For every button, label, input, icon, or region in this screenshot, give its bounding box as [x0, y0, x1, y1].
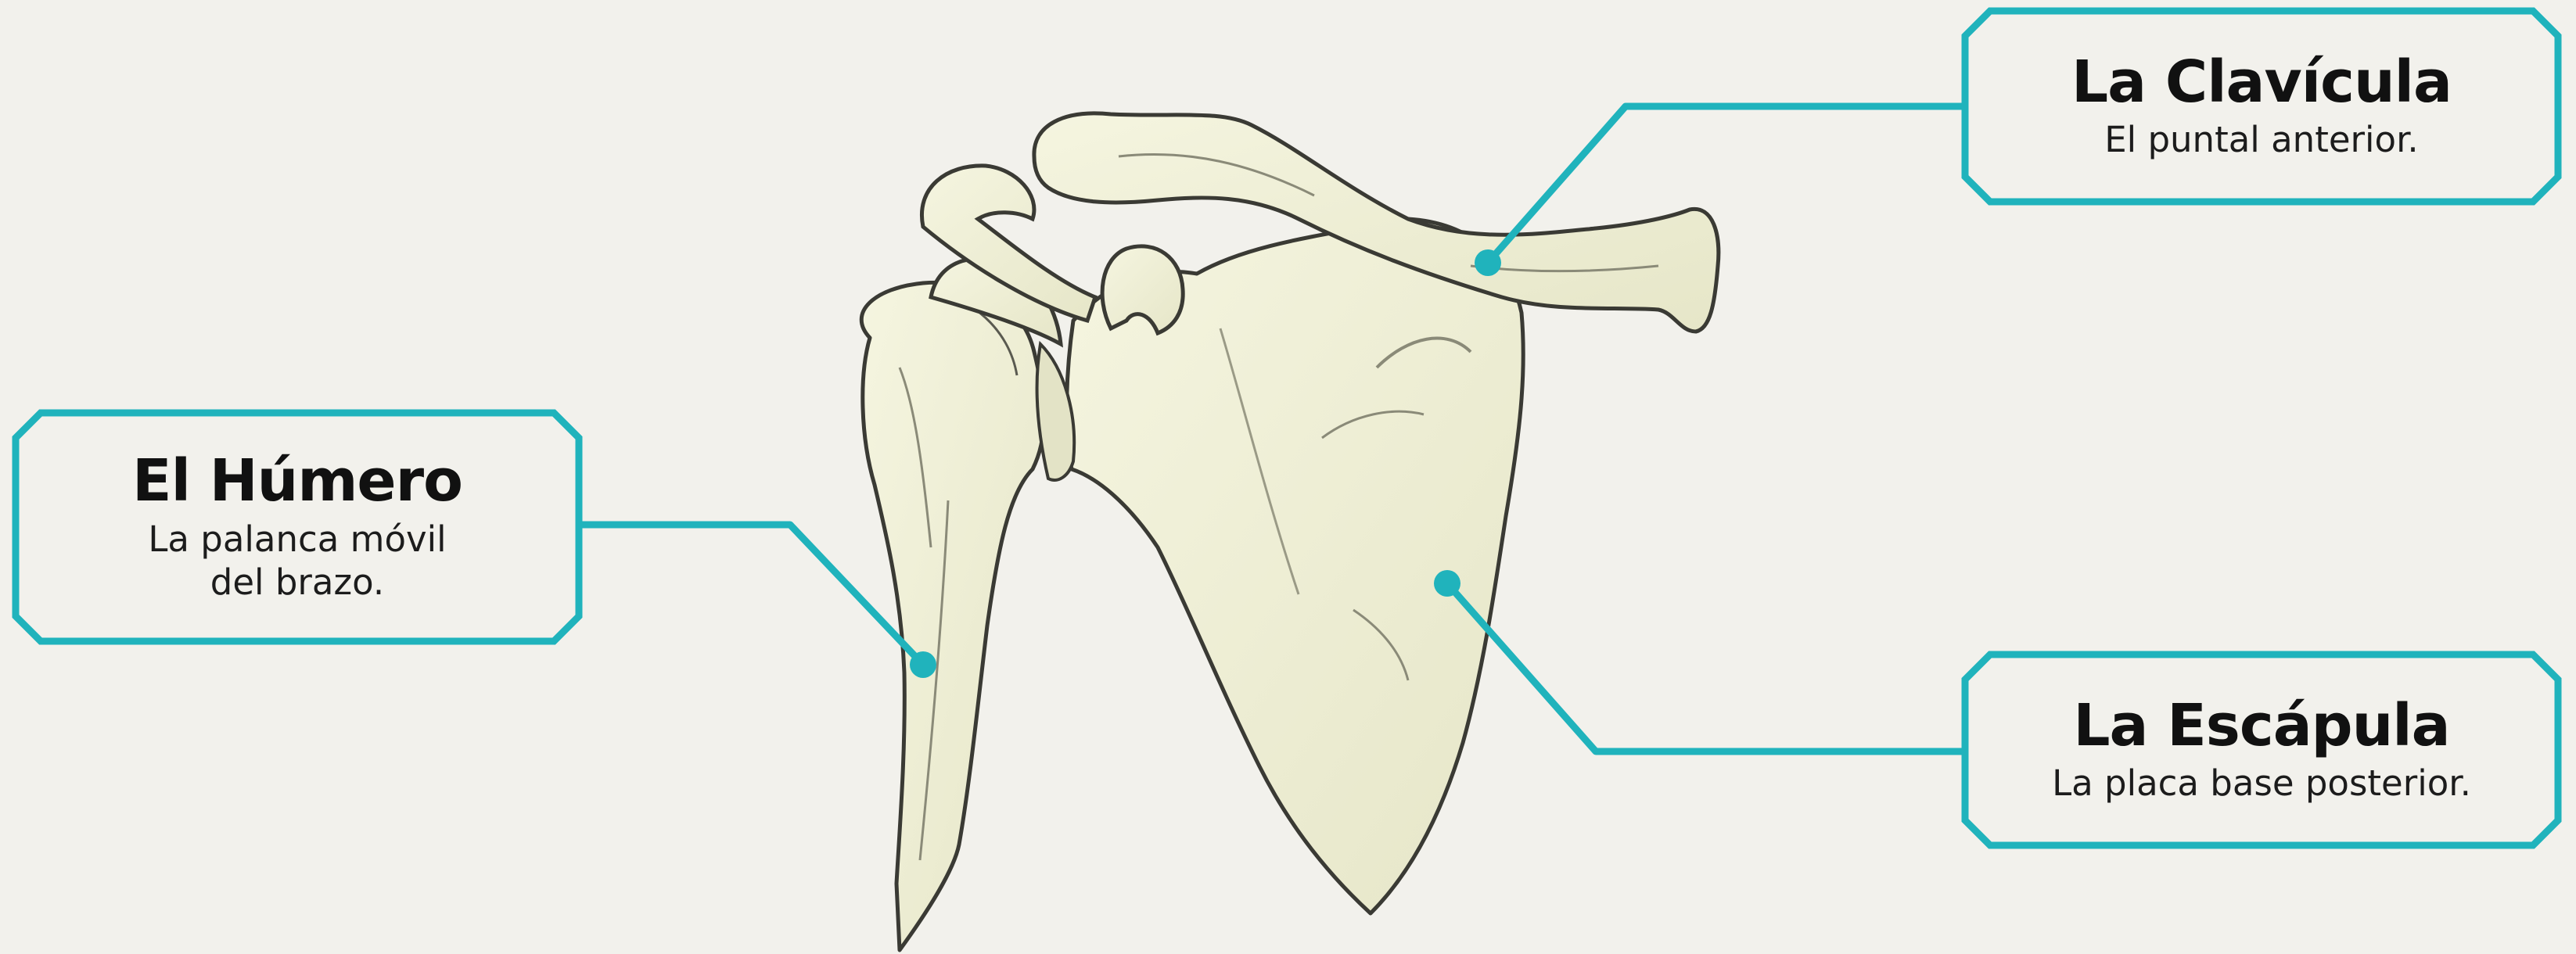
- leader-line-humerus: [579, 525, 936, 678]
- label-clavicle-desc-line: El puntal anterior.: [2104, 119, 2419, 162]
- pointer-dot-clavicle: [1475, 249, 1501, 276]
- pointer-dot-humerus: [910, 651, 936, 678]
- label-clavicle: La Clavícula El puntal anterior.: [1965, 11, 2558, 202]
- pointer-dot-scapula: [1434, 570, 1460, 597]
- label-humerus-desc-line: La palanca móvil: [148, 518, 446, 561]
- label-humerus-description: La palanca móvil del brazo.: [148, 518, 446, 604]
- label-scapula-desc-line: La placa base posterior.: [2052, 762, 2471, 805]
- label-clavicle-title: La Clavícula: [2071, 51, 2452, 114]
- label-scapula: La Escápula La placa base posterior.: [1965, 655, 2558, 845]
- humerus-bone: [861, 282, 1044, 950]
- leader-line-scapula: [1434, 570, 1965, 751]
- label-clavicle-description: El puntal anterior.: [2104, 119, 2419, 162]
- label-scapula-title: La Escápula: [2073, 694, 2449, 758]
- label-humerus: El Húmero La palanca móvil del brazo.: [16, 413, 579, 641]
- label-humerus-desc-line: del brazo.: [148, 561, 446, 604]
- label-scapula-description: La placa base posterior.: [2052, 762, 2471, 805]
- label-humerus-title: El Húmero: [132, 450, 462, 513]
- scapula-bone: [922, 166, 1523, 913]
